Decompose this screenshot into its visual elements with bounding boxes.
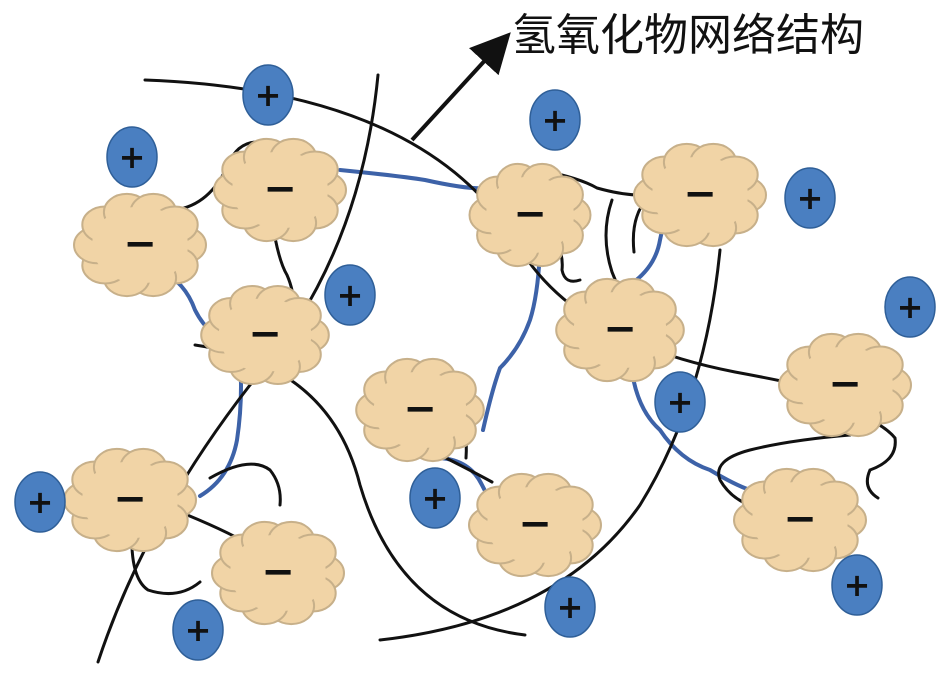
positive-ion-icon: + [884,276,936,338]
negative-charge-label: − [248,311,282,357]
blue-hydroxide-chain [628,348,752,492]
positive-charge-label: + [337,276,364,314]
black-hydroxide-chain [208,462,282,507]
negative-charge-particle-icon: − [733,467,868,573]
positive-charge-label: + [542,101,569,139]
positive-ion-icon: + [784,167,836,229]
positive-charge-label: + [897,288,924,326]
positive-charge-label: + [119,138,146,176]
black-hydroxide-chain [378,248,722,642]
positive-ion-icon: + [14,471,66,533]
negative-charge-particle-icon: − [63,447,197,553]
arrow-icon [410,32,511,142]
black-hydroxide-chain [717,433,852,512]
negative-charge-particle-icon: − [73,192,207,298]
positive-ion-icon: + [324,264,376,326]
positive-charge-label: + [185,611,212,649]
positive-charge-label: + [27,483,54,521]
blue-hydroxide-chain [198,358,243,498]
positive-ion-icon: + [242,64,294,126]
negative-charge-particle-icon: − [633,142,768,248]
positive-ion-icon: + [409,467,461,529]
negative-charge-particle-icon: − [468,472,603,578]
cation-layer: + + + + + + + + + + + + [14,64,936,661]
black-hydroxide-chain [130,528,202,596]
negative-charge-label: − [261,549,295,595]
negative-charge-particle-icon: − [778,332,913,438]
negative-charge-label: − [683,171,717,217]
positive-charge-label: + [844,566,871,604]
positive-charge-label: + [255,76,282,114]
positive-ion-icon: + [654,371,706,433]
positive-ion-icon: + [544,576,596,638]
positive-ion-icon: + [831,554,883,616]
negative-charge-label: − [518,501,552,547]
network-structure-title: 氢氧化物网络结构 [512,10,864,61]
positive-charge-label: + [667,383,694,421]
negative-charge-label: − [828,361,862,407]
blue-hydroxide-chain [481,248,542,432]
positive-charge-label: + [797,179,824,217]
negative-charge-label: − [403,386,437,432]
positive-ion-icon: + [172,599,224,661]
negative-charge-label: − [783,496,817,542]
positive-charge-label: + [422,479,449,517]
negative-charge-particle-icon: − [213,137,348,243]
positive-ion-icon: + [529,89,581,151]
negative-charge-label: − [113,476,147,522]
positive-charge-label: + [557,588,584,626]
negative-charge-particle-icon: − [355,357,485,463]
cluster-layer: − − − − − − − − − − − − [63,137,913,626]
negative-charge-label: − [123,221,157,267]
positive-ion-icon: + [106,126,158,188]
negative-charge-particle-icon: − [555,277,685,383]
negative-charge-particle-icon: − [200,285,330,385]
negative-charge-label: − [513,191,547,237]
negative-charge-label: − [603,306,637,352]
negative-charge-label: − [263,166,297,212]
negative-charge-particle-icon: − [211,520,346,626]
negative-charge-particle-icon: − [468,162,592,268]
